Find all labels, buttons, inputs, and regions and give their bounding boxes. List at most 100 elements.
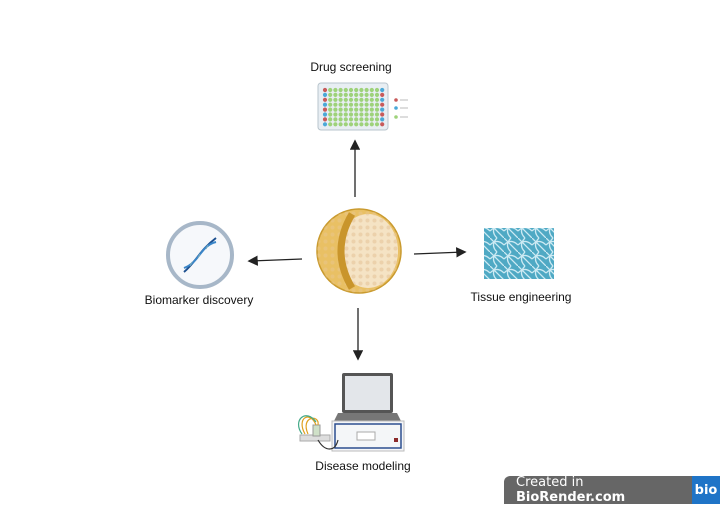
plate-well (343, 92, 348, 97)
plate-well (338, 122, 343, 127)
plate-well (348, 87, 354, 93)
plate-well (374, 107, 380, 112)
plate-well (369, 92, 374, 97)
plate-well (333, 122, 338, 127)
plate-well (322, 97, 328, 102)
organoid-icon (316, 208, 402, 294)
plate-well (359, 102, 364, 107)
plate-well (369, 117, 374, 122)
label-drug-screening: Drug screening (310, 60, 392, 74)
plate-well (322, 102, 328, 107)
plate-well (374, 97, 380, 102)
dna-icon (166, 221, 234, 289)
biorender-badge[interactable]: Created in BioRender.com bio (504, 475, 720, 505)
plate-well (322, 112, 328, 117)
plate-well (328, 92, 333, 97)
plate-well (374, 122, 380, 127)
label-biomarker-discovery: Biomarker discovery (144, 293, 254, 307)
plate-well (369, 97, 374, 102)
plate-well (328, 117, 333, 122)
plate-well (364, 112, 369, 117)
plate-well (328, 112, 333, 117)
plate-well (338, 97, 343, 102)
plate-well (348, 117, 354, 122)
plate-well (359, 87, 364, 93)
plate-well (322, 87, 328, 93)
plate-well (338, 112, 343, 117)
plate-well (348, 102, 354, 107)
plate-well (364, 122, 369, 127)
plate-well (369, 102, 374, 107)
plate-well (348, 107, 354, 112)
badge-brand: BioRender.com (516, 490, 626, 505)
plate-well (333, 87, 338, 93)
plate-well (348, 122, 354, 127)
plate-well (380, 92, 385, 97)
plate-well (380, 117, 385, 122)
plate-well (343, 102, 348, 107)
plate-well (359, 92, 364, 97)
plate-well (354, 102, 359, 107)
plate-well (374, 87, 380, 93)
arrow-right (413, 247, 467, 258)
plate-well (322, 107, 328, 112)
plate-well (380, 87, 385, 93)
label-disease-modeling: Disease modeling (315, 459, 411, 473)
plate-well (338, 92, 343, 97)
plate-well (380, 122, 385, 127)
plate-well (333, 97, 338, 102)
plate-well (328, 122, 333, 127)
scaffold-icon (484, 228, 554, 279)
plate-well (380, 112, 385, 117)
badge-prefix: Created in (516, 475, 584, 490)
plate-well (359, 117, 364, 122)
plate-well (369, 87, 374, 93)
well-plate-icon (317, 82, 408, 131)
electrochemical-device-icon (297, 373, 405, 452)
plate-well (338, 87, 343, 93)
plate-well (364, 107, 369, 112)
plate-well (364, 87, 369, 93)
plate-well (369, 122, 374, 127)
plate-well (354, 87, 359, 93)
arrow-left (247, 255, 303, 266)
plate-well (354, 107, 359, 112)
plate-well (374, 102, 380, 107)
plate-well (354, 117, 359, 122)
plate-well (354, 112, 359, 117)
plate-well (338, 117, 343, 122)
label-tissue-engineering: Tissue engineering (470, 290, 572, 304)
plate-well (343, 122, 348, 127)
plate-well (364, 97, 369, 102)
plate-well (364, 102, 369, 107)
plate-well (322, 92, 328, 97)
plate-well (333, 92, 338, 97)
plate-well (328, 97, 333, 102)
plate-well (359, 107, 364, 112)
plate-well (343, 87, 348, 93)
plate-well (338, 102, 343, 107)
plate-well (343, 107, 348, 112)
plate-well (374, 112, 380, 117)
plate-well (354, 92, 359, 97)
plate-well (374, 117, 380, 122)
plate-well (359, 122, 364, 127)
plate-well (343, 112, 348, 117)
plate-well (374, 92, 380, 97)
plate-well (333, 102, 338, 107)
plate-well (359, 112, 364, 117)
plate-well (322, 117, 328, 122)
plate-well (380, 102, 385, 107)
biorender-logo: bio (692, 476, 720, 504)
plate-well (348, 92, 354, 97)
plate-well (380, 107, 385, 112)
plate-well (343, 117, 348, 122)
plate-well (333, 117, 338, 122)
plate-well (369, 112, 374, 117)
plate-well (322, 122, 328, 127)
plate-well (328, 87, 333, 93)
plate-well (364, 117, 369, 122)
plate-well (359, 97, 364, 102)
plate-well (348, 112, 354, 117)
